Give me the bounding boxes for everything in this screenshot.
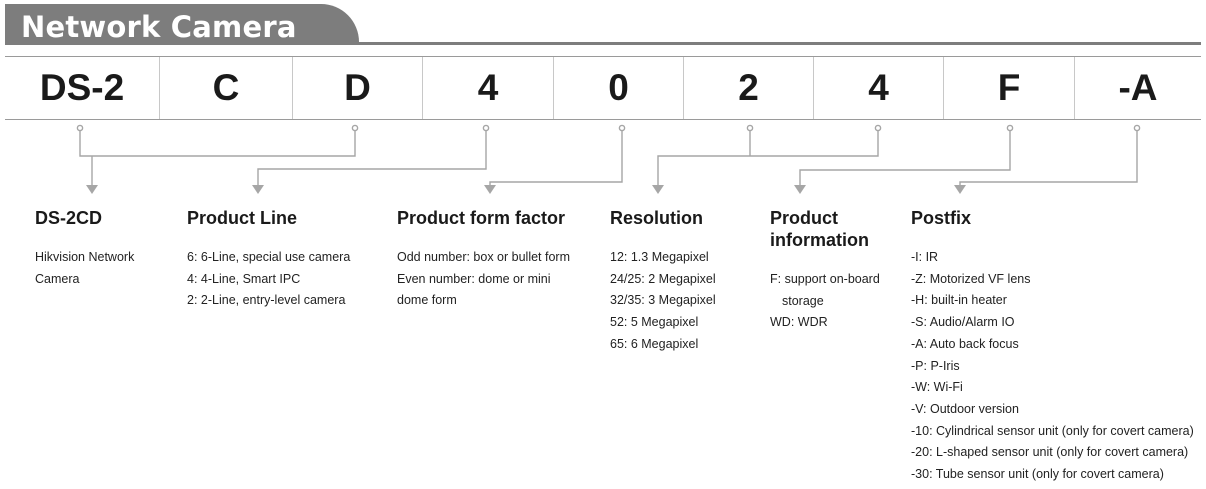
description-line: -10: Cylindrical sensor unit (only for c… bbox=[911, 423, 1194, 438]
code-segment-c: C bbox=[159, 57, 292, 119]
description-resolution: 12: 1.3 Megapixel 24/25: 2 Megapixel 32/… bbox=[610, 247, 716, 356]
connector-dot bbox=[874, 124, 882, 132]
heading-ds2cd: DS-2CD bbox=[35, 208, 103, 228]
description-line: -Z: Motorized VF lens bbox=[911, 271, 1031, 286]
code-segment-d: D bbox=[292, 57, 422, 119]
connector-dot bbox=[618, 124, 626, 132]
description-line: 6: 6-Line, special use camera bbox=[187, 250, 351, 264]
code-segment-resolution-1: 0 bbox=[553, 57, 683, 119]
code-segment-resolution-2: 2 bbox=[683, 57, 813, 119]
connector-dot bbox=[1133, 124, 1141, 132]
connector-path bbox=[489, 131, 623, 185]
arrowhead bbox=[954, 185, 966, 194]
connector-dot bbox=[1006, 124, 1014, 132]
description-line: dome form bbox=[397, 293, 457, 308]
heading-line: Product bbox=[770, 208, 839, 228]
title-tab: Network Camera bbox=[5, 4, 359, 44]
heading-product-information: Product information bbox=[770, 207, 869, 251]
arrowhead bbox=[794, 185, 806, 194]
arrowhead bbox=[86, 185, 98, 194]
connector-path bbox=[657, 131, 879, 185]
connector-dot bbox=[76, 124, 84, 132]
heading-resolution: Resolution bbox=[610, 208, 703, 228]
description-line: -I: IR bbox=[911, 250, 939, 264]
code-segment-postfix: -A bbox=[1074, 57, 1201, 119]
code-segment-ds2: DS-2 bbox=[39, 67, 125, 108]
description-ds2cd: Hikvision Network Camera bbox=[35, 247, 134, 290]
description-line: Odd number: box or bullet form bbox=[397, 250, 570, 264]
page-title: Network Camera bbox=[21, 10, 297, 44]
heading-postfix: Postfix bbox=[911, 208, 972, 228]
connector-dot bbox=[746, 124, 754, 132]
description-line: 12: 1.3 Megapixel bbox=[610, 250, 709, 264]
description-line: 52: 5 Megapixel bbox=[610, 315, 699, 330]
description-line: 65: 6 Megapixel bbox=[610, 336, 699, 351]
description-line: -A: Auto back focus bbox=[911, 336, 1019, 351]
description-line: 24/25: 2 Megapixel bbox=[610, 271, 716, 286]
description-line: 32/35: 3 Megapixel bbox=[610, 293, 716, 308]
code-segment-product-info: F bbox=[943, 57, 1074, 119]
heading-product-line: Product Line bbox=[187, 208, 298, 228]
description-product-line: 6: 6-Line, special use camera 4: 4-Line,… bbox=[187, 247, 350, 312]
arrowhead bbox=[252, 185, 264, 194]
description-product-information: F: support on-board storage WD: WDR bbox=[770, 269, 880, 334]
arrowhead bbox=[652, 185, 664, 194]
description-line: WD: WDR bbox=[770, 315, 828, 330]
description-line: storage bbox=[782, 293, 824, 308]
description-line: F: support on-board bbox=[770, 272, 880, 286]
heading-form-factor: Product form factor bbox=[397, 208, 566, 228]
code-segment-resolution-3: 4 bbox=[813, 57, 943, 119]
arrowhead bbox=[484, 185, 496, 194]
connector-path bbox=[257, 131, 487, 185]
description-line: Camera bbox=[35, 271, 80, 286]
description-line: Even number: dome or mini bbox=[397, 271, 551, 286]
description-line: 2: 2-Line, entry-level camera bbox=[187, 293, 346, 308]
description-line: -20: L-shaped sensor unit (only for cove… bbox=[911, 445, 1189, 460]
connector-path bbox=[79, 131, 356, 157]
description-line: -S: Audio/Alarm IO bbox=[911, 315, 1015, 330]
description-line: -W: Wi-Fi bbox=[911, 380, 963, 395]
connector-dot bbox=[351, 124, 359, 132]
description-postfix: -I: IR -Z: Motorized VF lens -H: built-i… bbox=[911, 247, 1194, 486]
connector-path bbox=[959, 131, 1138, 185]
description-line: -30: Tube sensor unit (only for covert c… bbox=[911, 467, 1164, 482]
description-line: -V: Outdoor version bbox=[911, 401, 1019, 416]
model-code-row: DS-2 C D 4 0 2 4 F -A bbox=[5, 56, 1201, 120]
description-line: 4: 4-Line, Smart IPC bbox=[187, 271, 301, 286]
code-segment-form-factor: 4 bbox=[422, 57, 553, 119]
description-line: -H: built-in heater bbox=[911, 293, 1007, 308]
description-line: -P: P-Iris bbox=[911, 358, 960, 373]
description-form-factor: Odd number: box or bullet form Even numb… bbox=[397, 247, 570, 312]
connector-dot bbox=[482, 124, 490, 132]
description-line: Hikvision Network bbox=[35, 250, 135, 264]
heading-line: information bbox=[770, 230, 869, 250]
title-rule bbox=[5, 42, 1201, 45]
connector-path bbox=[799, 131, 1011, 185]
